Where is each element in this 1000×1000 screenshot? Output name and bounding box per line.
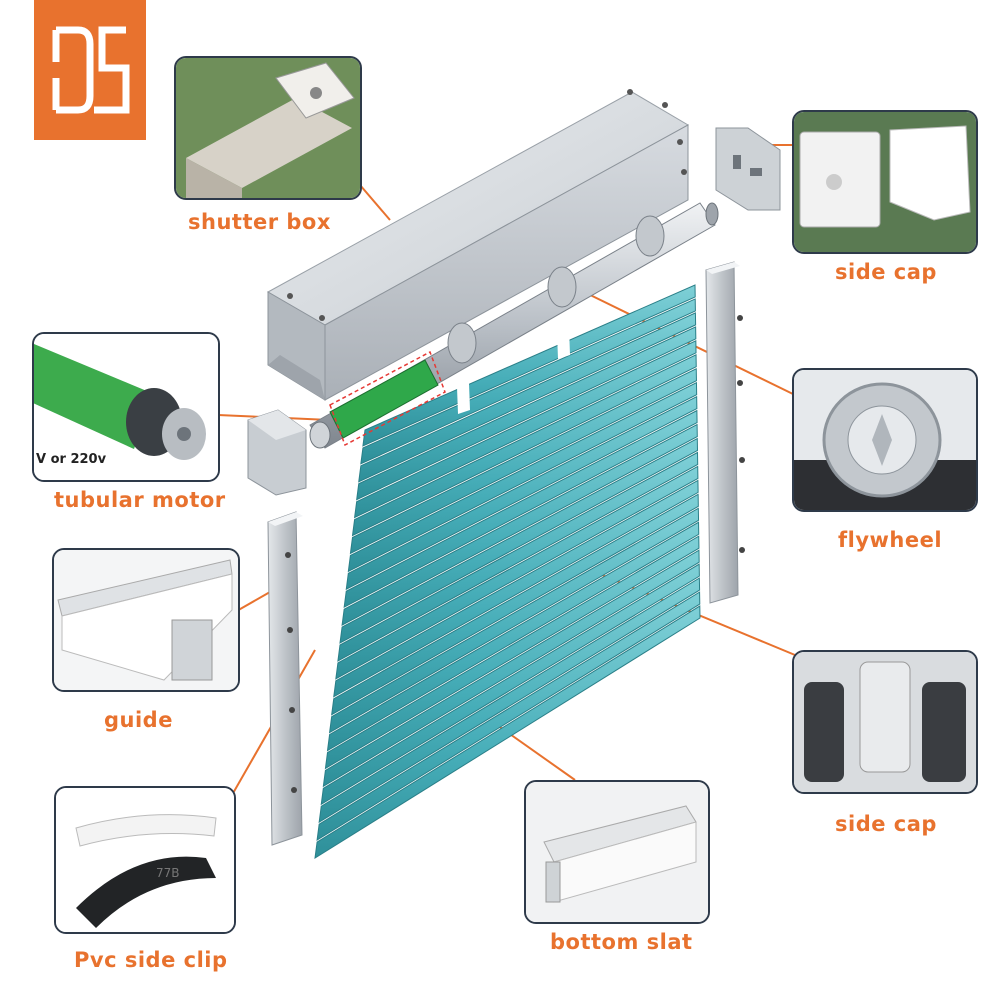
label-guide: guide <box>104 708 173 732</box>
ds-logo-mark <box>34 0 146 140</box>
label-shutter-box: shutter box <box>188 210 331 234</box>
end-cap-bracket <box>716 128 780 210</box>
shutter-box-photo <box>174 56 362 200</box>
side-cap-top-photo <box>792 110 978 254</box>
flywheel-photo <box>792 368 978 512</box>
line-shutter-box <box>360 185 390 220</box>
bottom-slat-photo <box>524 780 710 924</box>
tubular-motor-photo: V or 220v <box>32 332 220 482</box>
flywheel-ring-3 <box>636 216 664 256</box>
label-flywheel: flywheel <box>838 528 942 552</box>
label-side-cap-bottom: side cap <box>835 812 937 836</box>
motor-voltage-text: V or 220v <box>36 452 106 467</box>
label-bottom-slat: bottom slat <box>550 930 693 954</box>
pvc-side-clip-photo: 77B <box>54 786 236 934</box>
side-cap-bottom-photo <box>792 650 978 794</box>
right-guide-rail <box>706 262 745 603</box>
guide-photo <box>52 548 240 692</box>
label-pvc-side-clip: Pvc side clip <box>74 948 228 972</box>
flywheel-ring-1 <box>448 323 476 363</box>
label-tubular-motor: tubular motor <box>54 488 226 512</box>
flywheel-ring-2 <box>548 267 576 307</box>
label-side-cap-top: side cap <box>835 260 937 284</box>
line-guide <box>235 592 270 612</box>
brand-logo <box>34 0 146 140</box>
left-end-cap <box>248 410 306 495</box>
left-guide-rail <box>268 512 303 845</box>
clip-mark-text: 77B <box>156 866 180 880</box>
